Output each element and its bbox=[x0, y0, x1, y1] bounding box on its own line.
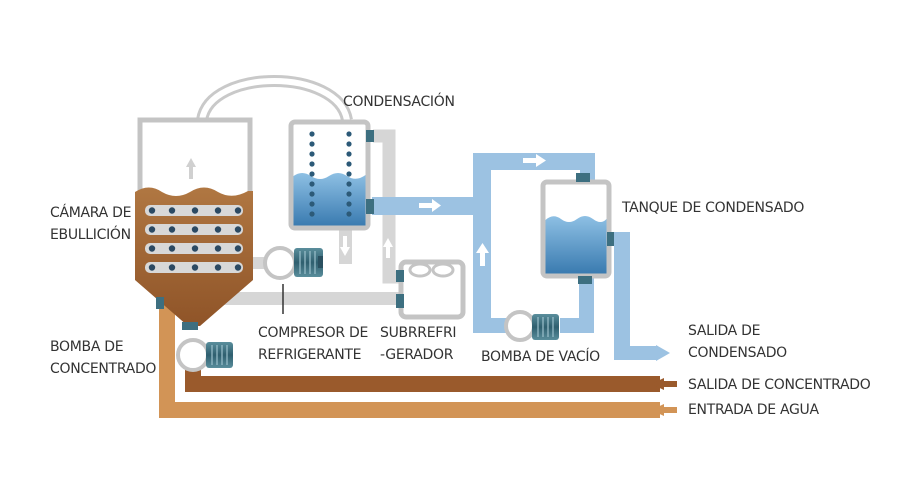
label-condensate-tank: TANQUE DE CONDENSADO bbox=[622, 200, 805, 216]
concentrate-pump-graphic bbox=[176, 338, 233, 372]
loop-left-pipe bbox=[473, 153, 491, 333]
concentrate-sludge bbox=[135, 187, 253, 326]
label-condensate-outlet: SALIDA DE CONDENSADO bbox=[688, 323, 787, 361]
condensate-outlet-pipe-v bbox=[614, 232, 630, 360]
subcooler-up-arrow bbox=[383, 238, 393, 258]
heating-tubes bbox=[145, 205, 243, 273]
blue-pipes bbox=[372, 153, 670, 361]
water-inlet-arrow bbox=[651, 404, 664, 416]
flow-arrow-right-1 bbox=[419, 199, 441, 212]
condensate-outlet-arrow bbox=[656, 345, 670, 361]
subcooler bbox=[383, 238, 466, 320]
label-concentrate-pump: BOMBA DE CONCENTRADO bbox=[50, 339, 157, 377]
label-water-inlet: ENTRADA DE AGUA bbox=[688, 402, 819, 418]
condenser-water bbox=[293, 173, 366, 226]
vacuum-pump-return-pipe bbox=[579, 272, 594, 333]
label-condensation: CONDENSACIÓN bbox=[343, 94, 455, 110]
chamber-outlet-connector bbox=[156, 297, 164, 309]
vapor-up-arrow bbox=[186, 158, 196, 179]
vapor-arch-pipe bbox=[196, 75, 353, 122]
condensate-tank bbox=[540, 173, 614, 284]
loop-bottom-pipe bbox=[473, 318, 509, 333]
flow-arrows bbox=[419, 154, 546, 266]
label-vacuum-pump: BOMBA DE VACÍO bbox=[481, 349, 600, 365]
boiling-chamber bbox=[135, 117, 253, 330]
label-subcooler: SUBRREFRI -GERADOR bbox=[380, 325, 457, 363]
tank-water bbox=[545, 216, 607, 274]
flow-arrow-right-2 bbox=[523, 154, 546, 167]
compressor-line bbox=[222, 292, 402, 305]
condenser bbox=[288, 119, 374, 256]
water-inlet-pipe bbox=[159, 305, 660, 418]
compressor bbox=[263, 246, 323, 314]
flow-arrow-up bbox=[476, 243, 489, 266]
label-refrigerant-compressor: COMPRESOR DE REFRIGERANTE bbox=[258, 325, 368, 363]
label-boiling-chamber: CÁMARA DE EBULLICIÓN bbox=[50, 205, 132, 243]
label-concentrate-outlet: SALIDA DE CONCENTRADO bbox=[688, 377, 871, 393]
concentrate-outlet-arrow bbox=[651, 378, 664, 390]
chamber-bottom-connector bbox=[182, 322, 198, 330]
condensate-outlet-pipe-h bbox=[614, 346, 658, 360]
condenser-down-arrow bbox=[340, 236, 350, 256]
condenser-coil bbox=[309, 131, 352, 217]
vacuum-pump-graphic bbox=[504, 310, 559, 342]
